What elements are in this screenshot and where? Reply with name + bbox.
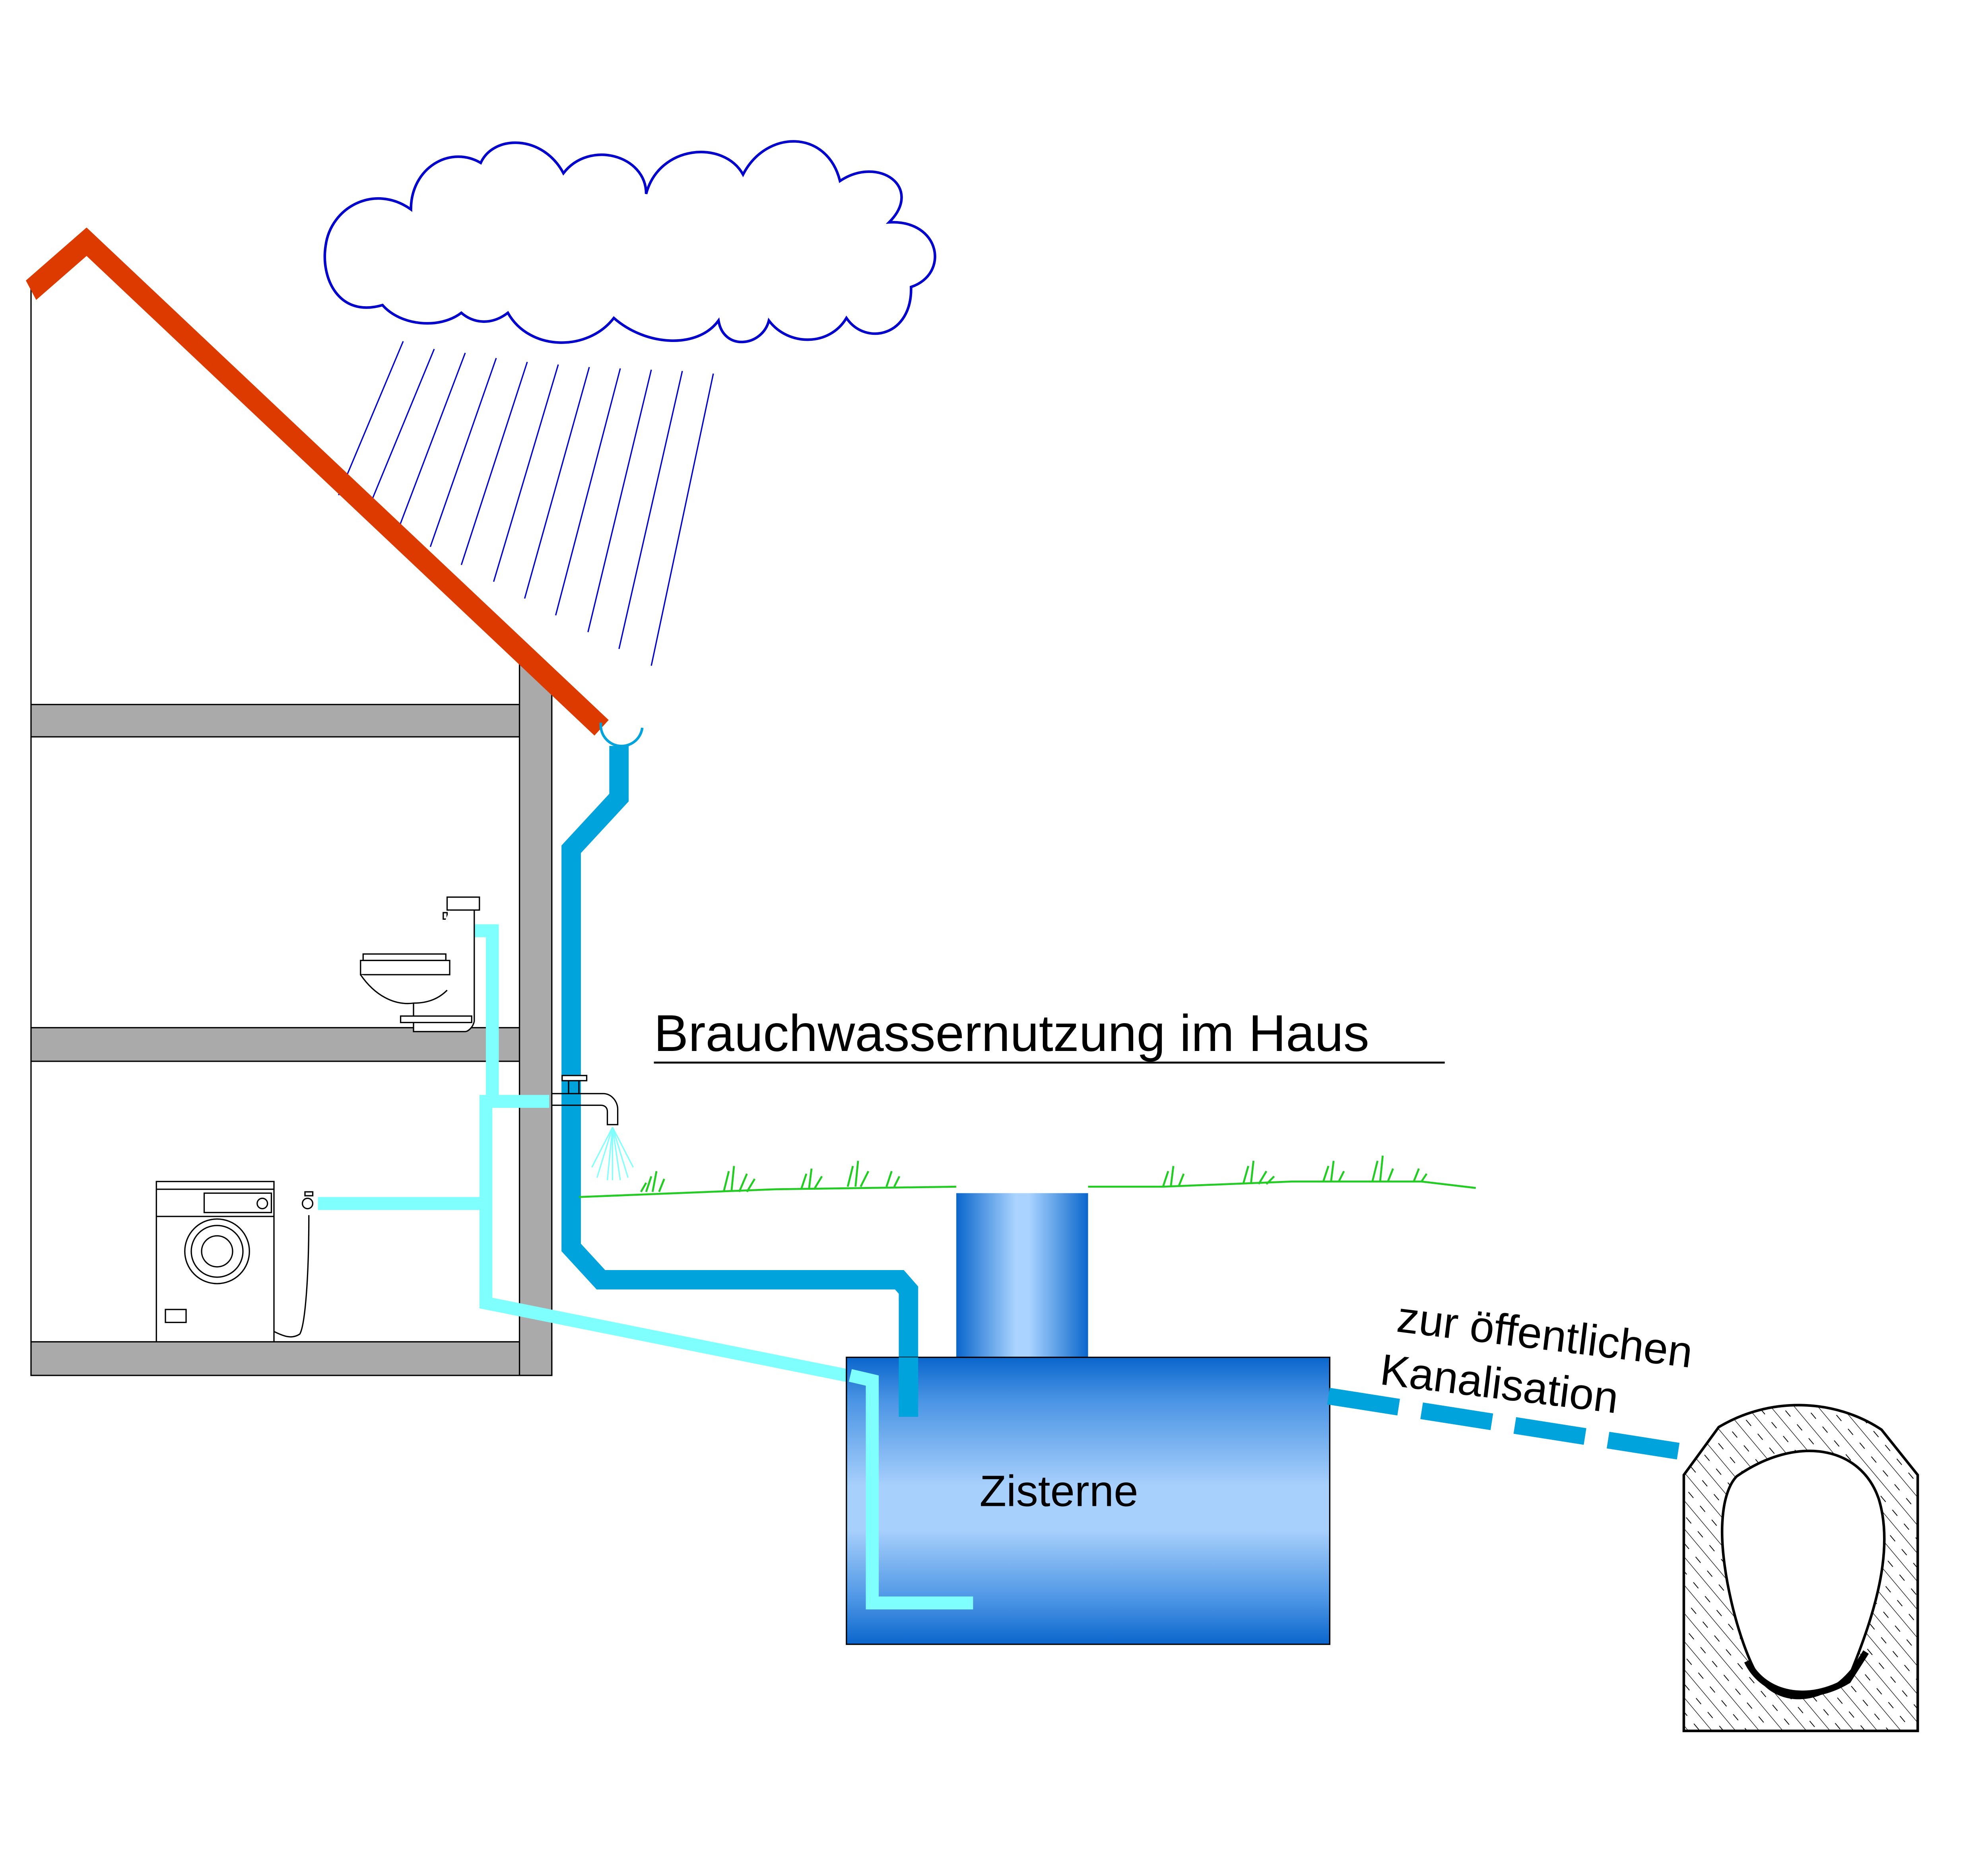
rainwater-downpipe (561, 746, 918, 1417)
roof (26, 227, 609, 736)
washer-tap-icon (301, 1191, 314, 1210)
sewer-cross-section (1682, 1404, 1919, 1733)
service-water-intake-in-tank (848, 1369, 973, 1610)
gutter-icon (599, 722, 644, 748)
tap-water-spray (591, 1127, 634, 1181)
rain-lines (338, 341, 714, 666)
ground-floor-slab (30, 1341, 553, 1376)
cloud-icon (323, 140, 936, 344)
attic-floor-slab (30, 704, 520, 738)
toilet-supply-pipe (473, 924, 499, 1101)
house (30, 280, 553, 1376)
outer-wall (518, 647, 553, 1376)
washing-machine-icon (155, 1181, 310, 1343)
toilet-icon (360, 896, 480, 1032)
grass-tufts (640, 1156, 1428, 1193)
cistern-shaft (956, 1193, 1088, 1358)
cistern-label: Zisterne (980, 1467, 1138, 1515)
overflow-pipe-to-sewer (1327, 1388, 1699, 1463)
middle-floor-slab (30, 1027, 520, 1062)
ground-line (579, 1180, 1476, 1198)
outdoor-tap-icon (551, 1075, 619, 1125)
diagram-title: Brauchwassernutzung im Haus (654, 1004, 1369, 1062)
